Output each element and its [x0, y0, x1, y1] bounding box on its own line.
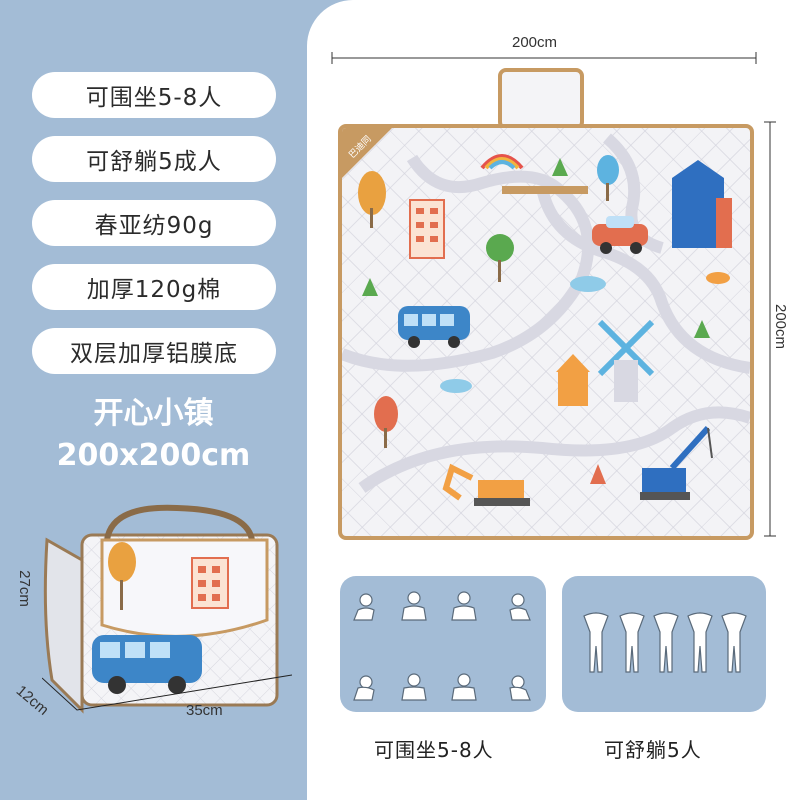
mat-illustration: [342, 128, 750, 506]
lying-icons-box: [562, 576, 766, 712]
mat-handle: [498, 68, 584, 130]
seated-person-icon: [401, 591, 427, 621]
feature-pill: 双层加厚铝膜底: [32, 328, 276, 374]
mat-width-label: 200cm: [512, 34, 558, 51]
roll-height-label: 27cm: [15, 570, 33, 607]
feature-pill: 可舒躺5成人: [32, 136, 276, 182]
lying-figures: [583, 612, 747, 673]
width-dimension-line: [331, 52, 757, 64]
lying-caption: 可舒躺5人: [604, 738, 702, 762]
feature-pill: 春亚纺90g: [32, 200, 276, 246]
height-dimension-line: [764, 121, 776, 537]
seated-person-icon: [451, 591, 477, 621]
product-name: 开心小镇: [93, 396, 214, 431]
seated-person-icon: [401, 673, 427, 701]
picnic-mat: 巴迪同: [338, 124, 754, 540]
lying-person-icon: [687, 612, 713, 673]
sitting-figures: [353, 591, 531, 701]
rolled-mat-image: [42, 504, 292, 714]
roll-length-label: 35cm: [186, 702, 223, 719]
product-size: 200x200cm: [56, 438, 251, 473]
seated-person-icon: [353, 675, 375, 701]
seated-person-icon: [509, 675, 531, 701]
lying-person-icon: [619, 612, 645, 673]
seated-person-icon: [353, 593, 375, 621]
feature-pill: 可围坐5-8人: [32, 72, 276, 118]
seated-person-icon: [451, 673, 477, 701]
sitting-icons-box: [340, 576, 546, 712]
lying-person-icon: [653, 612, 679, 673]
mat-height-label: 200cm: [772, 303, 790, 350]
seated-person-icon: [509, 593, 531, 621]
feature-pill: 加厚120g棉: [32, 264, 276, 310]
sitting-caption: 可围坐5-8人: [374, 738, 494, 762]
lying-person-icon: [721, 612, 747, 673]
lying-person-icon: [583, 612, 609, 673]
